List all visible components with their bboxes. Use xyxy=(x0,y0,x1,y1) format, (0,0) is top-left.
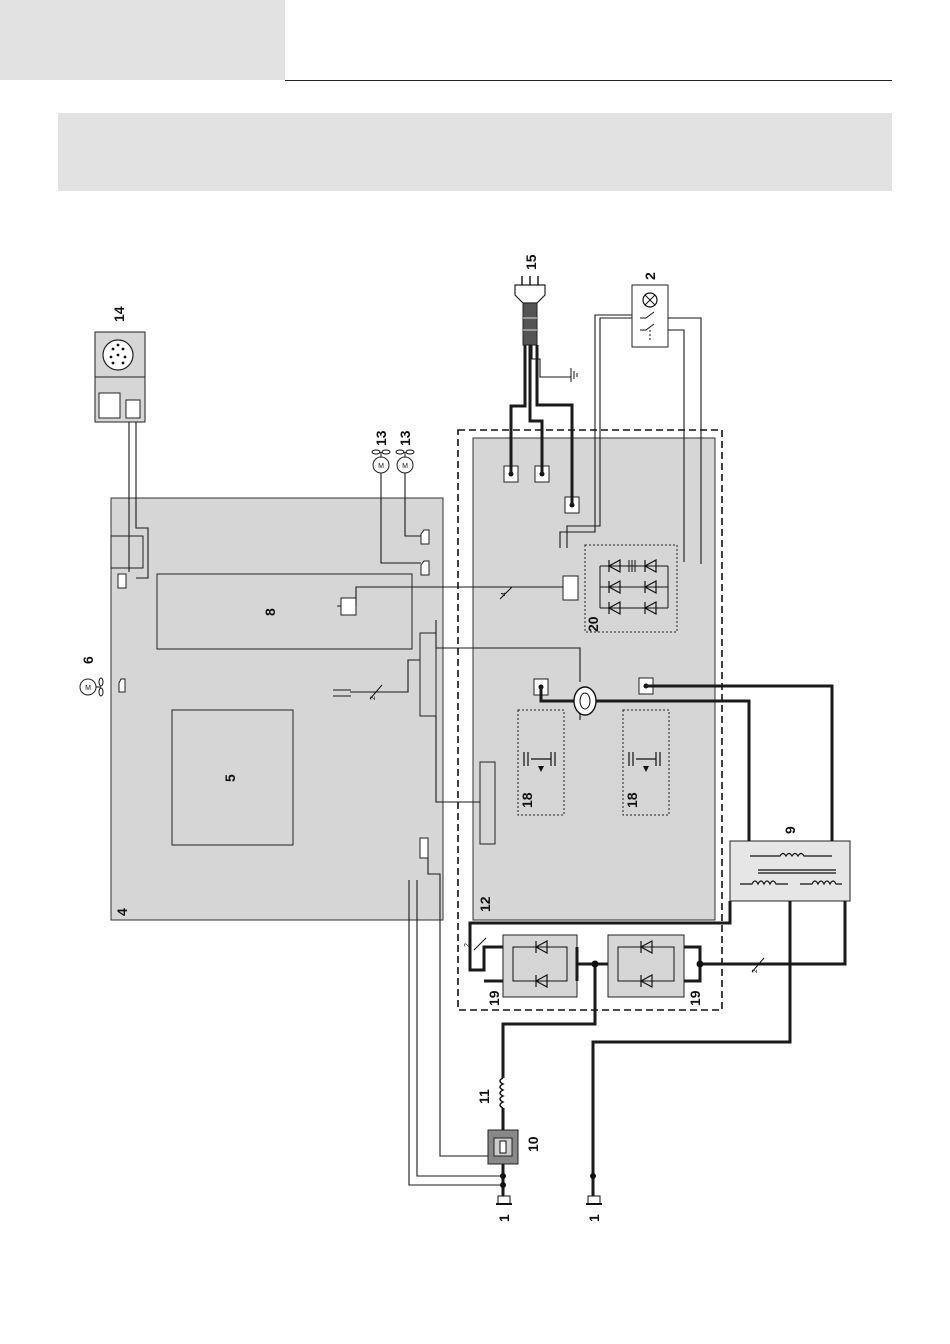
mains-plug-15 xyxy=(515,276,545,345)
control-board xyxy=(111,498,443,920)
fan-6-connector xyxy=(119,679,125,692)
power-board xyxy=(473,438,715,920)
output-terminal-1a xyxy=(496,1196,512,1204)
label-5: 5 xyxy=(222,774,238,782)
label-13b: 13 xyxy=(397,430,413,446)
board-connector-vertical xyxy=(420,633,436,716)
label-13a: 13 xyxy=(373,430,389,446)
power-connector-4pin xyxy=(563,576,578,600)
mains-switch-2 xyxy=(632,285,668,347)
label-18b: 18 xyxy=(624,792,640,808)
module-8 xyxy=(157,574,412,649)
wire-count-2-transformer: 2 xyxy=(752,969,759,973)
label-11: 11 xyxy=(476,1089,492,1104)
label-1b: 1 xyxy=(586,1214,602,1222)
label-6: 6 xyxy=(80,656,96,664)
fan-13a-connector xyxy=(421,530,429,544)
label-18a: 18 xyxy=(519,792,535,808)
current-sensor-ring xyxy=(574,687,596,715)
label-12: 12 xyxy=(477,896,493,912)
label-19a: 19 xyxy=(486,990,502,1006)
label-8: 8 xyxy=(262,608,278,616)
output-terminal-1b xyxy=(586,1196,602,1204)
svg-text:M: M xyxy=(402,463,408,470)
board-connector-large xyxy=(111,536,143,568)
fan-6: M xyxy=(80,678,103,696)
transformer-9 xyxy=(730,841,850,901)
board-connector-lower xyxy=(420,838,428,858)
ground-symbol xyxy=(571,368,577,382)
label-10: 10 xyxy=(525,1136,541,1152)
connector-8 xyxy=(341,598,356,615)
label-2: 2 xyxy=(642,272,658,280)
wire-count-2-diode: 2 xyxy=(464,943,471,947)
wire-count-4: 4 xyxy=(501,592,508,596)
hall-sensor-10 xyxy=(488,1130,518,1164)
label-1a: 1 xyxy=(496,1214,512,1222)
label-9: 9 xyxy=(782,826,798,834)
svg-text:M: M xyxy=(378,463,384,470)
fan-13a: M xyxy=(372,450,390,473)
fan-13b-connector xyxy=(421,561,429,575)
label-15: 15 xyxy=(523,254,539,270)
power-connector-lower xyxy=(480,762,495,844)
label-4: 4 xyxy=(114,908,130,916)
svg-text:M: M xyxy=(85,685,91,692)
choke-11 xyxy=(500,1078,503,1108)
label-20: 20 xyxy=(585,616,601,632)
label-19b: 19 xyxy=(687,990,703,1006)
socket-14 xyxy=(95,332,145,422)
board-connector-small xyxy=(118,574,126,588)
fan-13b: M xyxy=(396,450,414,473)
wire-count-2-board: 2 xyxy=(370,696,377,700)
label-14: 14 xyxy=(111,306,127,322)
